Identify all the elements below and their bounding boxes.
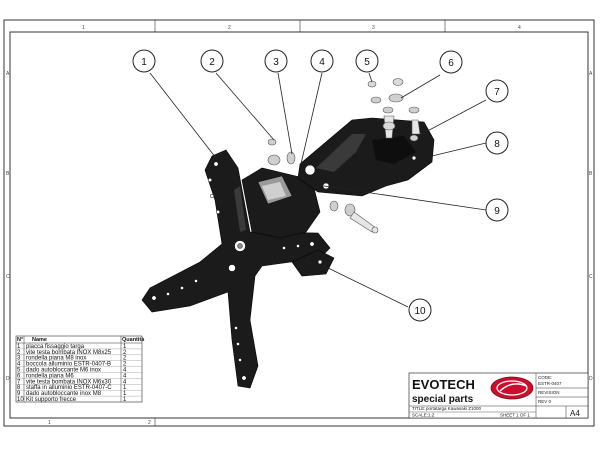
inner-frame — [9, 31, 589, 419]
svg-text:3: 3 — [273, 57, 279, 68]
bom-row-name: Kit supporto frecce — [26, 397, 77, 403]
grid-right: A B C D — [589, 71, 593, 382]
grid-right-a: A — [589, 71, 593, 77]
callout-5: 5 — [355, 49, 379, 73]
svg-text:10: 10 — [414, 306, 426, 317]
svg-text:8: 8 — [494, 139, 500, 150]
bom-row-number: 8 — [17, 385, 21, 391]
grid-right-c: C — [589, 274, 593, 280]
bom-row-number: 3 — [17, 356, 21, 362]
code-label: CODE: — [538, 375, 552, 380]
bom-row-qty: 1 — [123, 385, 127, 391]
callout-1: 1 — [132, 49, 156, 73]
grid-top: 1 2 3 4 — [82, 20, 521, 32]
bom-row-qty: 1 — [123, 397, 127, 403]
grid-left-d: D — [6, 376, 10, 382]
callout-7: 7 — [485, 79, 509, 103]
bom-row-number: 4 — [17, 362, 21, 368]
svg-text:2: 2 — [209, 57, 215, 68]
bom-row-number: 10 — [17, 397, 24, 403]
bom-row-name: rondella piana M6 — [26, 373, 74, 379]
svg-text:7: 7 — [494, 87, 500, 98]
callout-9: 9 — [485, 198, 509, 222]
bom-row-number: 2 — [17, 350, 21, 356]
svg-text:9: 9 — [494, 206, 500, 217]
callout-6: 6 — [439, 50, 463, 74]
aluminium-bracket — [297, 117, 435, 197]
revision-value: REV 0 — [538, 399, 552, 404]
bom-header-name: Name — [32, 337, 47, 343]
grid-top-1: 1 — [82, 25, 85, 31]
svg-text:1: 1 — [141, 57, 147, 68]
part-code: ESTR-0407 — [538, 381, 562, 386]
svg-text:6: 6 — [448, 58, 454, 69]
bom-row-qty: 2 — [123, 350, 127, 356]
bom-row-name: vite testa bombata INOX M6x30 — [26, 379, 112, 385]
svg-text:5: 5 — [364, 57, 370, 68]
leader-lines — [149, 72, 487, 308]
grid-bottom-2: 2 — [148, 420, 151, 426]
bom-row-name: staffa in alluminio ESTR-0407-C — [26, 385, 112, 391]
bill-of-materials: N° Name Quantità 1 placca fissaggio targa… — [15, 335, 145, 403]
bom-row-number: 1 — [17, 344, 21, 350]
title-label: TITLE: — [412, 406, 426, 411]
grid-bottom: 1 2 — [48, 418, 156, 426]
callout-2: 2 — [200, 49, 224, 73]
bom-header-n: N° — [17, 337, 23, 343]
bom-row-name: dado autobloccante inox M8 — [26, 391, 102, 397]
drawing-title: portatarga Kawasaki Z1000 — [426, 406, 482, 411]
bom-row-name: dado autobloccante M6 inox — [26, 368, 101, 374]
grid-right-d: D — [589, 376, 593, 382]
callout-10: 10 — [408, 298, 432, 322]
bom-row-number: 9 — [17, 391, 21, 397]
bom-row-qty: 4 — [123, 379, 127, 385]
callout-8: 8 — [485, 131, 509, 155]
grid-left-b: B — [6, 171, 10, 177]
title-block: EVOTECH special parts TITLE: portatarga … — [408, 372, 589, 419]
grid-left: A B C D — [6, 71, 10, 382]
bom-row-qty: 2 — [123, 362, 127, 368]
bom-row-name: placca fissaggio targa — [26, 344, 85, 350]
license-plate-bracket — [141, 149, 331, 389]
bom-row-number: 7 — [17, 379, 21, 385]
grid-left-a: A — [6, 71, 10, 77]
paper-size: A4 — [570, 409, 580, 418]
grid-right-b: B — [589, 171, 593, 177]
grid-top-2: 2 — [228, 25, 231, 31]
sheet-number: SHEET 1 OF 1 — [500, 413, 530, 418]
bom-row-qty: 4 — [123, 373, 127, 379]
callouts: 1 2 3 4 5 6 7 8 — [132, 49, 509, 322]
grid-left-c: C — [6, 274, 10, 280]
bom-row-qty: 1 — [123, 391, 127, 397]
bom-row-name: rondella piana M8 inox — [26, 356, 86, 362]
bom-row-name: vite testa bombata INOX M8x25 — [26, 350, 112, 356]
bom-row-qty: 1 — [123, 344, 127, 350]
grid-top-3: 3 — [372, 25, 375, 31]
bom-row-qty: 2 — [123, 356, 127, 362]
assembly-illustration — [141, 78, 435, 389]
brand-name: EVOTECH — [412, 377, 475, 392]
brand-logo-icon — [490, 376, 534, 400]
scale: SCALE:1:2 — [412, 413, 435, 418]
turn-signal-bracket — [291, 249, 335, 277]
revision-label: REVISION — [538, 390, 560, 395]
bom-row-qty: 4 — [123, 368, 127, 374]
bom-row-number: 6 — [17, 373, 21, 379]
reflector-housing — [241, 167, 321, 239]
svg-text:4: 4 — [319, 57, 325, 68]
callout-3: 3 — [264, 49, 288, 73]
bom-row-name: boccola alluminio ESTR-0407-B — [26, 362, 111, 368]
brand-subtitle: special parts — [412, 394, 474, 405]
bom-row-number: 5 — [17, 368, 21, 374]
callout-4: 4 — [310, 49, 334, 73]
grid-bottom-1: 1 — [48, 420, 51, 426]
hardware — [267, 78, 421, 234]
outer-frame — [3, 19, 595, 427]
bom-header-qty: Quantità — [122, 337, 145, 343]
grid-top-4: 4 — [518, 25, 521, 31]
